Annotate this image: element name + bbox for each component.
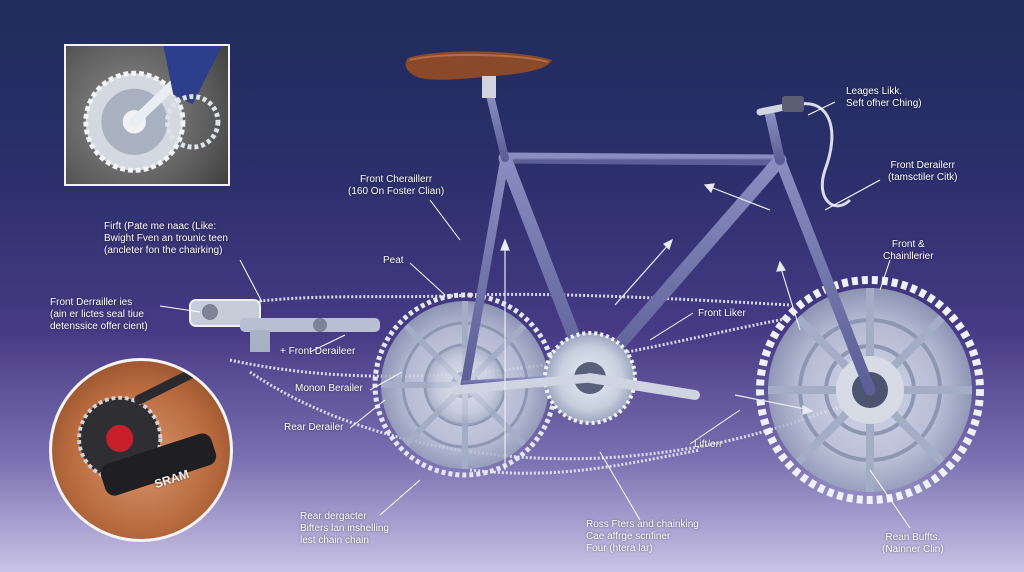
label-front-derrailler-ies-line1: Front Derrailler ies: [50, 297, 133, 308]
label-peat-line1: Peat: [383, 255, 404, 266]
label-rear-derailer: Rear Derailer: [284, 422, 343, 434]
label-front-cheraillerr-line1: Front Cheraillerr: [359, 174, 433, 185]
leader-lines: [159, 101, 911, 529]
label-plus-front-deraileer: + Front Deraileer: [280, 346, 355, 358]
label-ross-line3: Four (htera lar): [586, 543, 653, 554]
crank-closeup-inset: [64, 44, 230, 186]
motion-arrows: [500, 183, 814, 470]
label-firft: Firft (Pate me naac (Like: Bwight Fven a…: [104, 221, 228, 257]
label-leages-line2: Seft ofher Ching): [846, 98, 922, 109]
label-lift-err: Lift/err: [694, 439, 722, 451]
label-plus-front-line1: + Front Deraileer: [280, 346, 356, 357]
label-monon-line1: Monon Berailer: [295, 383, 363, 394]
label-ross-line1: Ross Fters and chainking: [586, 519, 699, 530]
label-monon-berailer: Monon Berailer: [295, 383, 363, 395]
label-leages-line1: Leages Likk.: [846, 86, 903, 97]
crank-arm: [450, 331, 700, 425]
label-front-liker-line1: Front Liker: [698, 308, 746, 319]
label-front-derailerr-line2: (tamsctiler Citk): [888, 172, 958, 183]
label-rear-derailer-line1: Rear Derailer: [284, 422, 344, 433]
rear-derailleur-closeup-icon: [77, 365, 217, 496]
label-front-derrailler-ies-line2: (ain er lictes seal tiue: [50, 309, 144, 320]
label-leages: Leages Likk. Seft ofher Ching): [846, 86, 922, 110]
label-lift-line1: Lift/err: [694, 439, 723, 450]
front-derailleur-cage: [189, 299, 380, 352]
label-rear-dergacter-line1: Rear dergacter: [300, 511, 367, 522]
label-front-derailerr-line1: Front Derailerr: [890, 160, 955, 171]
label-front-cheraillerr: Front Cheraillerr (160 On Foster Clian): [348, 174, 444, 198]
label-rean-line1: Rean Buffts.: [885, 532, 941, 543]
label-front-derailerr-tams: Front Derailerr (tamsctiler Citk): [888, 160, 957, 184]
handlebar: [756, 96, 852, 208]
label-rear-dergacter-line3: lest chain chain: [300, 535, 369, 546]
label-ross-line2: Cae affrge scrifiner: [586, 531, 671, 542]
label-front-chainllerier-line1: Front &: [891, 239, 925, 250]
label-front-chainllerier-line2: Chainllerier: [883, 251, 934, 262]
chain: [199, 292, 861, 475]
label-front-cheraillerr-line2: (160 On Foster Clian): [348, 186, 445, 197]
label-rean-line2: (Nainner Clin): [882, 544, 944, 555]
label-rear-dergacter: Rear dergacter Bifters lan inshelling le…: [300, 511, 389, 547]
label-firft-line1: Firft (Pate me naac (Like:: [104, 221, 217, 232]
label-rear-dergacter-line2: Bifters lan inshelling: [300, 523, 389, 534]
derailleur-closeup-inset: SRAM: [49, 358, 233, 542]
crank-chainring-closeup-icon: [83, 46, 222, 173]
label-firft-line2: Bwight Fven an trounic teen: [104, 233, 228, 244]
label-ross-fters: Ross Fters and chainking Cae affrge scri…: [586, 519, 699, 555]
label-front-liker: Front Liker: [698, 308, 746, 320]
label-front-chainllerier: Front & Chainllerier: [883, 239, 934, 263]
label-rean-buffts: Rean Buffts. (Nainner Clin): [882, 532, 944, 556]
label-front-derrailler-ies: Front Derrailler ies (ain er lictes seal…: [50, 297, 148, 333]
saddle: [405, 51, 552, 98]
label-firft-line3: (ancleter fon the chairking): [104, 245, 223, 256]
label-front-derrailler-ies-line3: detenssice offer cient): [50, 321, 148, 332]
label-peat: Peat: [383, 255, 404, 267]
